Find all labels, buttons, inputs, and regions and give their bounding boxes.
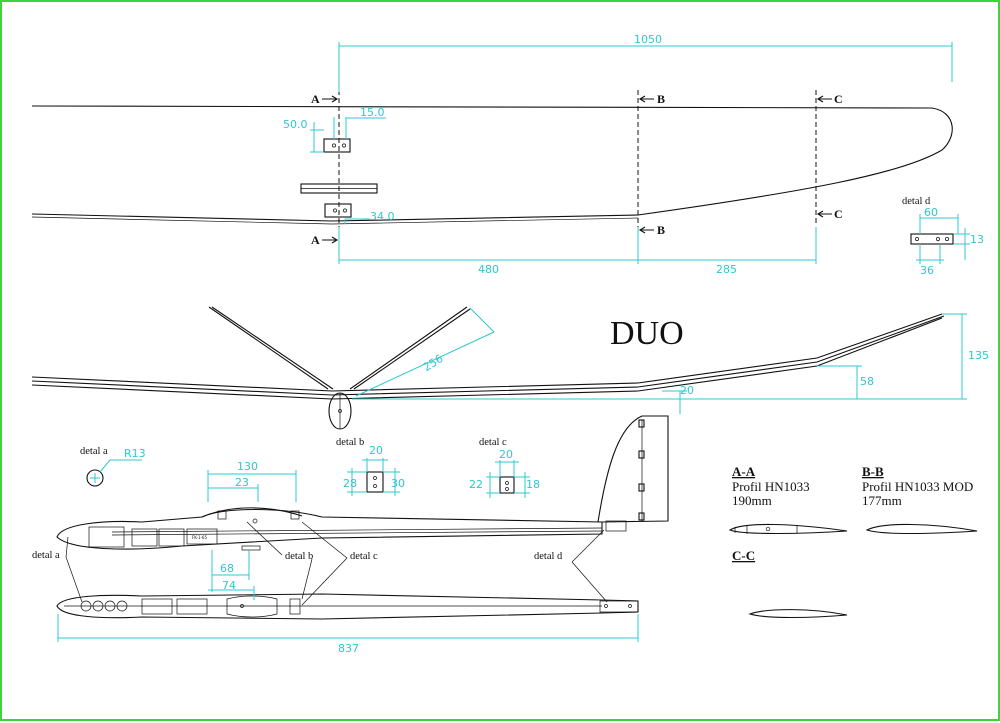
- fuselage-dimensions: 130 23 68 74 837: [57, 460, 639, 655]
- detail-b-view: detal b 20 28 30: [336, 437, 405, 496]
- dim-tail-angle: 256: [421, 352, 446, 374]
- dim-det-d-b: 36: [920, 264, 934, 277]
- detail-leaders: detal a detal b detal c detal d: [32, 521, 608, 606]
- section-bb-head: B-B: [862, 464, 884, 479]
- detail-d-label: detal d: [534, 551, 563, 562]
- dim-fus-130: 130: [237, 460, 258, 473]
- mark-a-bottom: A: [311, 233, 320, 247]
- dim-fus-23: 23: [235, 476, 249, 489]
- detail-a-label: detal a: [32, 550, 60, 561]
- dim-outer-panel: 285: [716, 263, 737, 276]
- dim-det-c-r: 18: [526, 478, 540, 491]
- detail-c-top-label: detal c: [479, 437, 507, 448]
- detail-d-top-label: detal d: [902, 196, 931, 207]
- dim-fus-74: 74: [222, 579, 236, 592]
- top-view-dimensions: 1050 480 285 15.0 50.0 34.0: [283, 33, 953, 276]
- dim-inner-panel: 480: [478, 263, 499, 276]
- wing-top-view: [31, 90, 953, 244]
- dim-root-depth: 50.0: [283, 118, 308, 131]
- dim-det-c-w: 20: [499, 448, 513, 461]
- airfoil-sections: A-A Profil HN1033 190mm B-B Profil HN103…: [728, 464, 978, 619]
- mark-b-top: B: [657, 92, 665, 106]
- dim-det-c-l: 22: [469, 478, 483, 491]
- section-bb-profile: Profil HN1033 MOD: [862, 479, 973, 494]
- section-aa-profile: Profil HN1033: [732, 479, 810, 494]
- dim-det-b-w: 20: [369, 444, 383, 457]
- mark-c-bottom: C: [834, 207, 843, 221]
- dim-det-b-l: 28: [343, 477, 357, 490]
- section-cc-head: C-C: [732, 548, 755, 563]
- dim-det-d-w: 60: [924, 206, 938, 219]
- detail-d-view: detal d 60 13 36: [902, 196, 984, 277]
- dim-span: 1050: [634, 33, 662, 46]
- dim-det-a-radius: R13: [124, 447, 146, 460]
- fuselage-top-view: [56, 593, 639, 620]
- dim-fus-837: 837: [338, 642, 359, 655]
- dim-fus-68: 68: [220, 562, 234, 575]
- mark-a-top: A: [311, 92, 320, 106]
- dim-root-low: 34.0: [370, 210, 395, 223]
- detail-b-top-label: detal b: [336, 437, 364, 448]
- section-aa-chord: 190mm: [732, 493, 772, 508]
- detail-c-label: detal c: [350, 551, 378, 562]
- detail-c-view: detal c 20 22 18: [469, 437, 540, 498]
- section-aa-head: A-A: [732, 464, 756, 479]
- dim-tip-height: 135: [968, 349, 989, 362]
- fuselage-label-1: FK-1-65: [192, 535, 207, 540]
- dim-det-b-r: 30: [391, 477, 405, 490]
- section-marks: A A B B C C: [311, 92, 843, 247]
- title: DUO: [610, 315, 684, 352]
- dim-center-height: 20: [680, 384, 694, 397]
- mark-b-bottom: B: [657, 223, 665, 237]
- fuselage-side-view: FK-1-65: [56, 415, 669, 551]
- dim-det-d-h: 13: [970, 233, 984, 246]
- dim-root-offset: 15.0: [360, 106, 385, 119]
- section-bb-chord: 177mm: [862, 493, 902, 508]
- detail-b-label: detal b: [285, 551, 313, 562]
- dim-break-height: 58: [860, 375, 874, 388]
- front-view: [31, 306, 945, 430]
- detail-a-top-label: detal a: [80, 446, 108, 457]
- detail-a-view: detal a R13: [80, 446, 146, 487]
- mark-c-top: C: [834, 92, 843, 106]
